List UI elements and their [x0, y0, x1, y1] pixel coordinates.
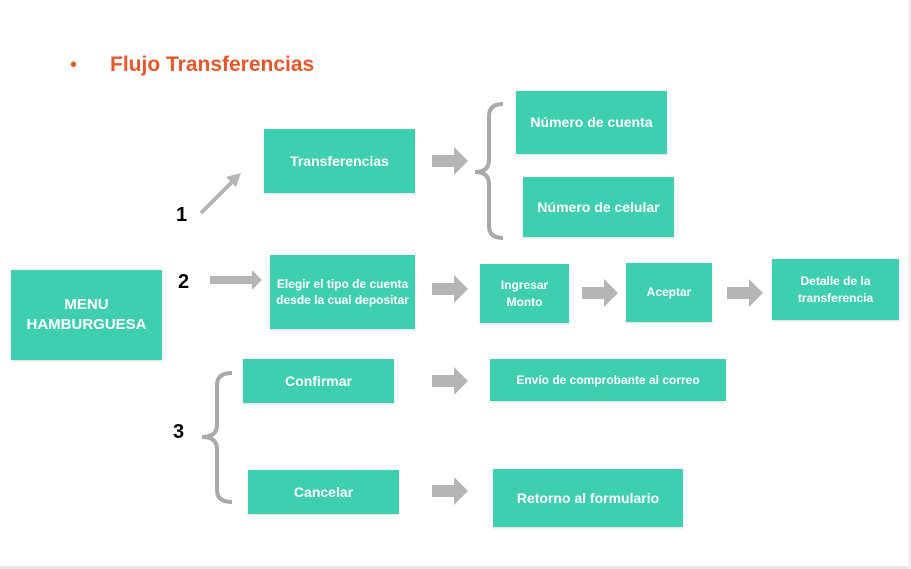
step-number-3: 3: [173, 421, 185, 443]
numero-celular-box: Número de celular: [523, 177, 674, 237]
diagonal-arrow: [199, 173, 241, 215]
menu-hamburguesa-box: MENU HAMBURGUESA: [11, 270, 162, 360]
elegir-cuenta-box: Elegir el tipo de cuenta desde la cual d…: [270, 255, 415, 329]
detalle-transferencia-box: Detalle de la transferencia: [772, 259, 899, 320]
arrow-elegir-to-ingresar: [432, 275, 468, 303]
ingresar-monto-box: Ingresar Monto: [480, 264, 569, 323]
arrow-ingresar-to-aceptar: [582, 279, 618, 307]
envio-comprobante-box: Envío de comprobante al correo: [490, 359, 726, 401]
frame-right-border: [908, 0, 911, 569]
brace-options: [474, 102, 504, 240]
transferencias-box: Transferencias: [264, 129, 415, 193]
frame-bottom-border: [0, 566, 911, 569]
title-row: • Flujo Transferencias: [70, 53, 314, 77]
arrow-aceptar-to-detalle: [727, 279, 763, 307]
arrow-confirmar-to-envio: [432, 367, 468, 395]
numero-cuenta-box: Número de cuenta: [516, 91, 667, 154]
retorno-formulario-box: Retorno al formulario: [493, 469, 683, 527]
arrow-cancelar-to-retorno: [432, 477, 468, 505]
step-number-1: 1: [176, 204, 188, 226]
aceptar-box: Aceptar: [626, 263, 712, 322]
step-number-2: 2: [178, 271, 190, 293]
brace-confirm-cancel: [201, 371, 233, 504]
arrow-menu-to-elegir: [210, 270, 262, 290]
arrow-transferencias-options: [432, 147, 468, 175]
cancelar-box: Cancelar: [248, 470, 399, 514]
diagram-title: Flujo Transferencias: [110, 53, 315, 76]
bullet-icon: •: [70, 53, 78, 76]
confirmar-box: Confirmar: [243, 359, 394, 403]
